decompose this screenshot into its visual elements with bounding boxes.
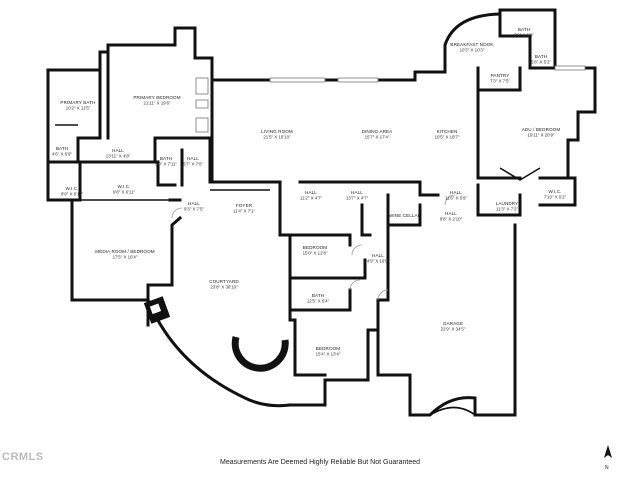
room-label-hall: HALL bbox=[445, 211, 457, 216]
room-dimension-living-room: 21'5" X 16'10" bbox=[263, 135, 291, 140]
room-dimension-bedroom: 15'4" X 13'4" bbox=[316, 352, 341, 357]
room-dimension-w-i-c: 7'10" X 5'2" bbox=[544, 195, 567, 200]
room-dimension-courtyard: 23'8" X 30'10" bbox=[210, 285, 238, 290]
room-dimension-adu-bedroom: 19'11" X 20'9" bbox=[528, 133, 555, 138]
room-label-foyer: FOYER bbox=[236, 203, 253, 208]
room-dimension-foyer: 11'4" X 7'1" bbox=[233, 209, 255, 214]
room-dimension-w-i-c: 9'8" X 6'11" bbox=[113, 190, 135, 195]
room-label-bath: BATH bbox=[312, 293, 324, 298]
room-dimension-breakfast-nook: 10'3" X 10'3" bbox=[460, 48, 485, 53]
room-label-wine-cellar: WINE CELLAR bbox=[389, 213, 422, 218]
room-label-media-room-bedroom: MEDIA ROOM / BEDROOM bbox=[95, 249, 154, 254]
room-label-hall: HALL bbox=[188, 201, 200, 206]
room-dimension-bath: 8'9" X 5'8" bbox=[514, 33, 534, 38]
room-label-pantry: PANTRY bbox=[491, 73, 510, 78]
courtyard-ring bbox=[143, 296, 289, 372]
room-dimension-laundry: 11'3" X 7'2" bbox=[496, 207, 518, 212]
room-dimension-hall: 13'11" X 4'8" bbox=[106, 154, 131, 159]
north-arrow-icon bbox=[604, 445, 612, 458]
room-label-bedroom: BEDROOM bbox=[316, 346, 341, 351]
room-label-breakfast-nook: BREAKFAST NOOK bbox=[450, 42, 494, 47]
room-dimension-hall: 11'2" X 4'7" bbox=[300, 196, 322, 201]
room-dimension-hall: 11'6" X 5'9" bbox=[445, 196, 467, 201]
room-dimension-bath: 5'0" X 7'11" bbox=[155, 162, 177, 167]
room-label-bath: BATH bbox=[56, 146, 68, 151]
room-label-primary-bath: PRIMARY BATH bbox=[60, 100, 95, 105]
room-dimension-dining-area: 15'7" X 17'4" bbox=[365, 135, 390, 140]
room-label-garage: GARAGE bbox=[443, 321, 463, 326]
plan-windows bbox=[195, 65, 586, 133]
room-label-bedroom: BEDROOM bbox=[303, 245, 328, 250]
room-label-kitchen: KITCHEN bbox=[437, 129, 458, 134]
room-label-bath: BATH bbox=[535, 54, 547, 59]
room-label-w-i-c: W.I.C. bbox=[65, 186, 78, 191]
room-dimension-kitchen: 10'5" X 18'7" bbox=[435, 135, 460, 140]
room-label-courtyard: COURTYARD bbox=[209, 279, 239, 284]
room-label-w-i-c: W.I.C. bbox=[117, 184, 130, 189]
room-label-bath: BATH bbox=[160, 156, 172, 161]
room-label-hall: HALL bbox=[305, 190, 317, 195]
room-label-bath: BATH bbox=[518, 27, 530, 32]
plan-walls bbox=[46, 8, 597, 417]
room-dimension-media-room-bedroom: 17'5" X 16'4" bbox=[113, 255, 138, 260]
room-label-primary-bedroom: PRIMARY BEDROOM bbox=[133, 95, 180, 100]
north-label: N bbox=[605, 465, 609, 471]
room-label-hall: HALL bbox=[372, 253, 384, 258]
measurement-disclaimer: Measurements Are Deemed Highly Reliable … bbox=[220, 459, 420, 466]
room-dimension-hall: 9'3" X 7'5" bbox=[184, 207, 204, 212]
room-dimension-primary-bedroom: 21'11" X 19'6" bbox=[144, 101, 171, 106]
room-label-w-i-c: W.I.C. bbox=[548, 189, 561, 194]
room-dimension-bedroom: 15'0" X 12'8" bbox=[303, 251, 328, 256]
room-label-hall: HALL bbox=[112, 148, 124, 153]
watermark: CRMLS bbox=[2, 451, 44, 463]
room-dimension-hall: 8'8" X 2'10" bbox=[440, 217, 463, 222]
room-dimension-hall: 4'9" X 16'9" bbox=[367, 259, 390, 264]
room-label-hall: HALL bbox=[187, 156, 199, 161]
room-dimension-bath: 5'8" X 5'2" bbox=[531, 60, 551, 65]
room-label-dining-area: DINING AREA bbox=[362, 129, 394, 134]
room-dimension-w-i-c: 8'9" X 8'11" bbox=[61, 192, 83, 197]
room-dimension-pantry: 7'3" X 7'5" bbox=[490, 79, 510, 84]
room-dimension-hall: 13'7" X 4'7" bbox=[346, 196, 369, 201]
room-label-adu-bedroom: ADU / BEDROOM bbox=[522, 127, 561, 132]
room-label-living-room: LIVING ROOM bbox=[261, 129, 293, 134]
plan-doors bbox=[171, 194, 456, 301]
room-dimension-garage: 22'9" X 34'5" bbox=[441, 327, 466, 332]
room-dimension-bath: 4'6" X 6'9" bbox=[52, 152, 72, 157]
room-label-laundry: LAUNDRY bbox=[496, 201, 519, 206]
room-dimension-hall: 5'7" X 7'6" bbox=[183, 162, 203, 167]
room-dimension-bath: 12'5" X 5'4" bbox=[307, 299, 330, 304]
room-label-hall: HALL bbox=[450, 190, 462, 195]
room-label-hall: HALL bbox=[351, 190, 363, 195]
room-dimension-primary-bath: 10'2" X 11'5" bbox=[66, 106, 91, 111]
